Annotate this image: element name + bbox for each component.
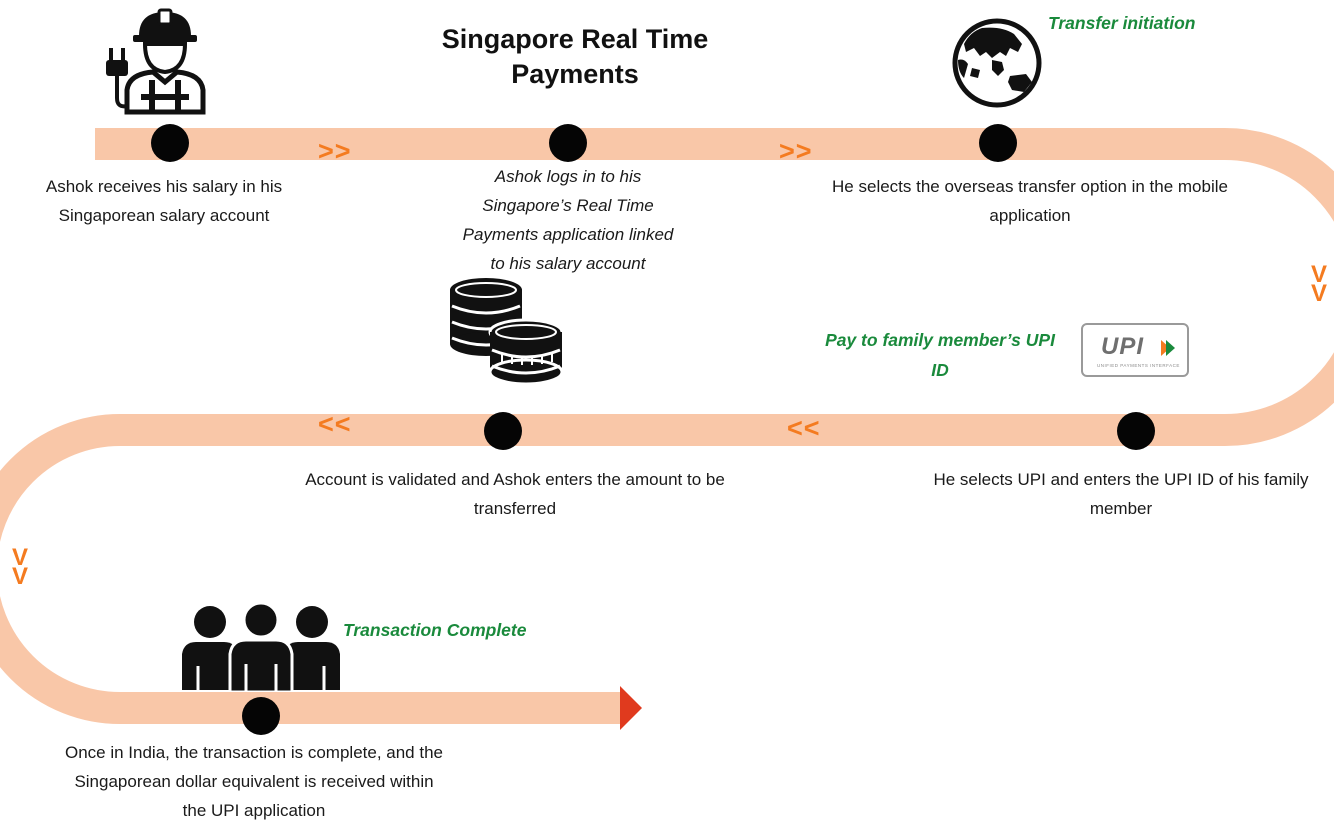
backward-arrow-1: << [787,413,821,443]
step-6-text: Once in India, the transaction is comple… [64,743,443,820]
forward-arrow-1: >> [318,136,352,166]
forward-arrow-2: >> [779,136,813,166]
step-4-text: He selects UPI and enters the UPI ID of … [933,470,1309,518]
end-arrow-icon [620,686,642,730]
transaction-complete-label: Transaction Complete [343,620,527,640]
upi-arrow-icon [1161,340,1175,356]
down-arrow-glyph: V [1311,261,1328,288]
step-2-text: Ashok logs in to his Singapore’s Real Ti… [462,167,674,273]
coins-icon [450,278,564,386]
family-icon [182,604,340,692]
pay-to-family-label: Pay to family member’s UPI ID [825,330,1055,380]
down-arrow-glyph: V [1311,280,1328,307]
down-arrow-left: V V [12,544,29,590]
step-3-text: He selects the overseas transfer option … [832,177,1228,225]
step-6-dot [242,697,280,735]
transfer-initiation-label: Transfer initiation [1048,13,1196,33]
step-3-dot [979,124,1017,162]
step-5-dot [484,412,522,450]
step-4-dot [1117,412,1155,450]
upi-logo-tagline: UNIFIED PAYMENTS INTERFACE [1097,363,1180,368]
track-path [0,128,1334,724]
step-2-dot [549,124,587,162]
down-arrow-right: V V [1311,261,1328,307]
upi-logo-text: UPI [1101,333,1145,360]
worker-icon [106,8,206,115]
backward-arrow-2: << [318,409,352,439]
globe-icon [952,18,1042,108]
down-arrow-glyph: V [12,563,29,590]
upi-logo: UPI UNIFIED PAYMENTS INTERFACE [1081,323,1189,377]
step-1-dot [151,124,189,162]
step-1-text: Ashok receives his salary in his Singapo… [45,177,283,225]
page-title: Singapore Real Time Payments [441,24,709,89]
down-arrow-glyph: V [12,544,29,571]
step-5-text: Account is validated and Ashok enters th… [305,470,725,518]
